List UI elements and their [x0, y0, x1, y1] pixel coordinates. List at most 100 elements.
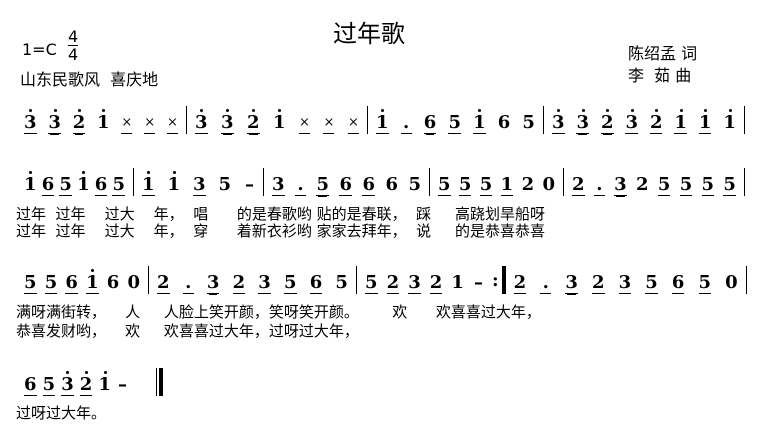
barline	[744, 106, 745, 134]
note: .	[593, 175, 605, 196]
barline	[744, 168, 745, 196]
style-marking: 山东民歌风 喜庆地	[20, 70, 159, 89]
note: 5	[438, 174, 451, 196]
note: 3	[618, 272, 632, 294]
note: 1	[97, 109, 110, 133]
barline	[263, 168, 264, 196]
note: 2	[649, 109, 663, 134]
note: 5	[645, 272, 658, 294]
note: .	[295, 175, 306, 196]
note: 5	[112, 174, 125, 196]
note: 2	[72, 109, 86, 134]
note: 1	[273, 109, 286, 133]
note: 3	[61, 371, 74, 396]
note: 2	[513, 272, 527, 294]
lyrics-row3-verse1: 满呀满街转， 人 人脸上笑开颜，笑呀笑开颜。 欢 欢喜喜过大年，	[16, 303, 541, 321]
key-signature: 1=C	[22, 40, 57, 59]
note: 2	[386, 272, 400, 294]
note: 2	[572, 174, 585, 196]
note: –	[473, 272, 483, 293]
note: 6	[339, 174, 352, 196]
barline	[563, 168, 564, 196]
barline	[745, 266, 747, 294]
barline	[367, 106, 368, 134]
note: 1	[723, 109, 736, 133]
note: 1	[77, 171, 90, 195]
barline	[148, 266, 149, 294]
note: 2	[636, 174, 649, 195]
note: 3	[206, 272, 220, 294]
note: 5	[522, 112, 535, 133]
note: 3	[258, 272, 271, 294]
note: 3	[565, 272, 578, 294]
note: 6	[24, 374, 37, 396]
note: 5	[723, 174, 736, 196]
note: 1	[473, 109, 486, 134]
note: 3	[408, 272, 421, 294]
note: 2	[157, 272, 170, 294]
note: 3	[195, 109, 208, 134]
lyrics-row2-verse2: 过年 过年 过大 年， 穿 着新衣衫哟 家家去拜年， 说 的是恭喜恭喜	[16, 222, 545, 240]
note: 5	[408, 174, 421, 195]
note: 1	[674, 109, 687, 134]
note: 1	[142, 171, 155, 196]
note: 3	[193, 174, 206, 196]
note: 5	[316, 174, 329, 196]
note: .	[540, 273, 552, 294]
note: 5	[283, 272, 297, 294]
repeat-end-barline: :	[492, 266, 506, 294]
note: 3	[614, 174, 627, 196]
note: 3	[24, 109, 37, 134]
note: 2	[247, 109, 260, 134]
note: 6	[106, 272, 120, 293]
note: 5	[24, 272, 37, 294]
note: 5	[218, 174, 232, 195]
barline	[429, 168, 430, 196]
note: 1	[167, 171, 181, 195]
note: 5	[365, 272, 378, 294]
note: –	[245, 174, 254, 195]
note: 0	[542, 174, 555, 195]
note: 5	[657, 174, 671, 196]
note: 5	[698, 272, 712, 294]
note: 1	[500, 174, 514, 196]
note: 3	[48, 109, 61, 134]
note: 1	[24, 171, 37, 195]
note: 3	[272, 174, 285, 196]
note: 6	[362, 174, 375, 196]
note: ×	[121, 113, 133, 134]
note: 1	[86, 269, 99, 294]
note: 3	[625, 109, 638, 134]
lyrics-row2-verse1: 过年 过年 过大 年， 唱 的是春歌哟 贴的是春联， 踩 高跷划旱船呀	[16, 205, 545, 223]
note: 6	[497, 112, 511, 133]
note: 3	[221, 109, 234, 134]
note: 5	[679, 174, 693, 196]
note: 1	[698, 109, 712, 134]
note: 6	[41, 174, 55, 196]
note: 0	[725, 272, 738, 293]
note: 2	[79, 371, 93, 396]
note: 2	[600, 109, 614, 134]
note: 6	[385, 174, 398, 195]
note: ×	[167, 113, 178, 134]
note: 3	[576, 109, 590, 134]
note: 6	[94, 174, 108, 196]
barline	[133, 168, 134, 196]
note: .	[400, 113, 412, 134]
composer-credit: 李 茹 曲	[628, 66, 692, 85]
note: 5	[479, 174, 493, 196]
note: 6	[423, 112, 437, 134]
note: 1	[451, 272, 464, 293]
